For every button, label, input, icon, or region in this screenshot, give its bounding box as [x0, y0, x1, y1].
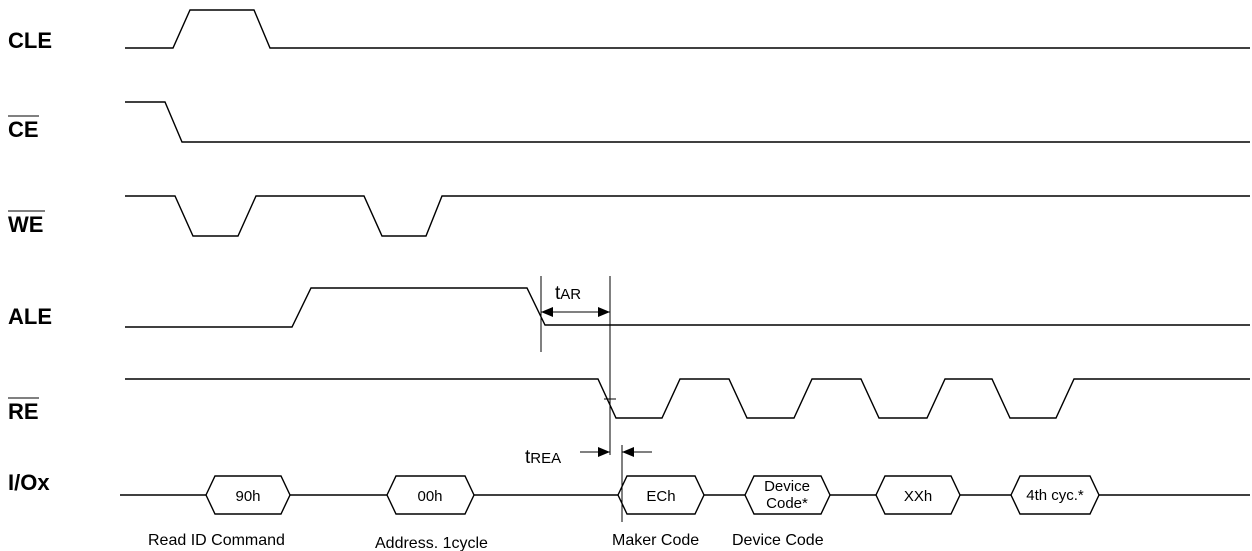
caption-maker-code: Maker Code	[612, 532, 699, 549]
bus-value-4th-cycle: 4th cyc.*	[1026, 487, 1084, 504]
signal-label-io: I/Ox	[8, 470, 50, 495]
bus-value-ech: ECh	[646, 488, 675, 505]
bus-value-device-line2: Code*	[766, 495, 808, 512]
caption-read-id-command: Read ID Command	[148, 532, 285, 549]
tar-label: tAR	[555, 283, 581, 304]
we-waveform	[125, 195, 1250, 237]
bus-value-90h: 90h	[235, 488, 260, 505]
ale-waveform	[125, 287, 1250, 328]
caption-address-cycle: Address. 1cycle	[375, 535, 488, 551]
signal-label-cle: CLE	[8, 28, 52, 53]
bus-value-xxh: XXh	[904, 488, 932, 505]
signal-label-ce: CE	[8, 117, 39, 142]
cle-waveform	[125, 9, 1250, 49]
trea-annotation: tREA	[525, 398, 652, 522]
re-waveform	[125, 378, 1250, 419]
trea-label: tREA	[525, 447, 561, 468]
caption-device-code: Device Code	[732, 532, 824, 549]
signal-label-ale: ALE	[8, 304, 52, 329]
ce-waveform	[125, 101, 1250, 143]
tar-annotation: tAR	[540, 276, 611, 455]
bus-value-00h: 00h	[417, 488, 442, 505]
bus-value-device-line1: Device	[764, 478, 810, 495]
signal-label-we: WE	[8, 212, 43, 237]
io-bus	[120, 475, 1250, 515]
signal-label-re: RE	[8, 399, 39, 424]
